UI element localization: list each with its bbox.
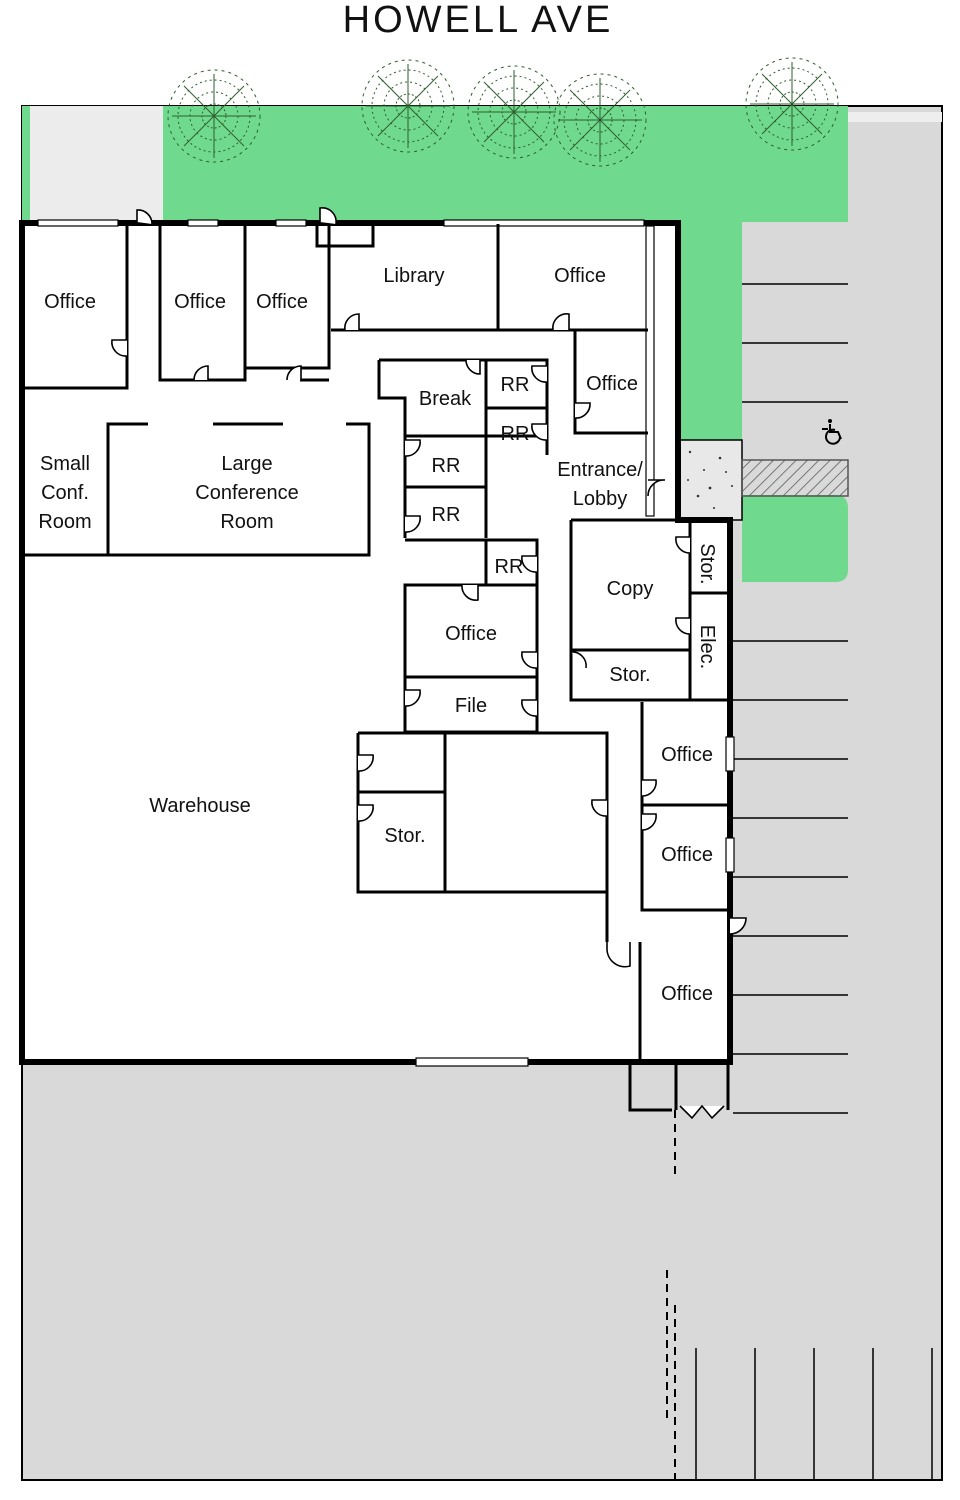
parking-stalls-east (733, 283, 848, 1114)
room-label: Elec. (696, 625, 718, 669)
room-label: Stor. (384, 825, 425, 847)
door-icon (286, 365, 302, 381)
room-label: Office (661, 844, 713, 866)
room-label: Room (220, 511, 273, 533)
room-label: File (455, 695, 487, 717)
door-icon (404, 689, 421, 707)
door-icon (461, 584, 479, 601)
room-label: Room (38, 511, 91, 533)
room-label: Library (383, 265, 444, 287)
building (19, 220, 733, 1065)
room-label: Conf. (41, 482, 89, 504)
entrance-pad-texture (687, 450, 733, 509)
door-icon (729, 917, 747, 935)
door-icon (357, 754, 374, 772)
room-label: Office (661, 983, 713, 1005)
room-label: Office (256, 291, 308, 313)
door-icon (193, 365, 209, 381)
room-label: Small (40, 453, 90, 475)
room-label: Lobby (573, 488, 628, 510)
landscape-area (22, 106, 942, 582)
door-icon (531, 365, 548, 383)
room-label: Office (44, 291, 96, 313)
room-label: RR (501, 423, 530, 445)
parking-stalls-south (695, 1348, 933, 1480)
door-icon (647, 479, 666, 497)
door-icon (574, 402, 591, 419)
door-icon (404, 439, 421, 457)
room-label: RR (432, 504, 461, 526)
door-icon (591, 799, 608, 817)
door-icon (606, 942, 631, 968)
room-label: Stor. (696, 543, 718, 584)
door-icon (319, 207, 337, 225)
room-label: Copy (607, 578, 654, 600)
room-label: RR (501, 374, 530, 396)
door-icon (552, 313, 570, 331)
door-icon (344, 313, 360, 331)
room-label: Office (554, 265, 606, 287)
wheelchair-icon (822, 419, 842, 445)
street-name: HOWELL AVE (343, 0, 614, 41)
door-icon (465, 359, 481, 375)
room-label: Large (221, 453, 272, 475)
room-label: Conference (195, 482, 298, 504)
door-icon (111, 339, 128, 357)
room-label: Office (586, 373, 638, 395)
door-icon (531, 423, 548, 441)
door-icon (570, 651, 587, 669)
door-icon (521, 651, 538, 669)
door-icon (357, 804, 374, 822)
room-labels: Office Office Office Library Office Offi… (38, 265, 718, 1005)
door-icon (136, 209, 153, 225)
room-label: Warehouse (149, 795, 251, 817)
dashed-property-line (666, 1110, 676, 1480)
door-icon (641, 779, 657, 797)
room-label: Office (661, 744, 713, 766)
room-label: RR (432, 455, 461, 477)
door-icon (521, 555, 538, 573)
door-icon (404, 515, 421, 533)
door-icon (641, 813, 657, 831)
room-label: Office (174, 291, 226, 313)
room-label: Break (419, 388, 472, 410)
room-label: Entrance/ (557, 459, 643, 481)
door-icon (675, 617, 691, 635)
interior-walls (24, 224, 730, 1112)
room-label: RR (495, 556, 524, 578)
windows (37, 219, 735, 1067)
room-label: Office (445, 623, 497, 645)
accessible-aisle-hatch (741, 459, 849, 497)
door-icon (521, 699, 538, 717)
door-icon (679, 1104, 725, 1120)
doors (111, 207, 747, 1120)
door-icon (675, 536, 691, 554)
room-label: Stor. (609, 664, 650, 686)
